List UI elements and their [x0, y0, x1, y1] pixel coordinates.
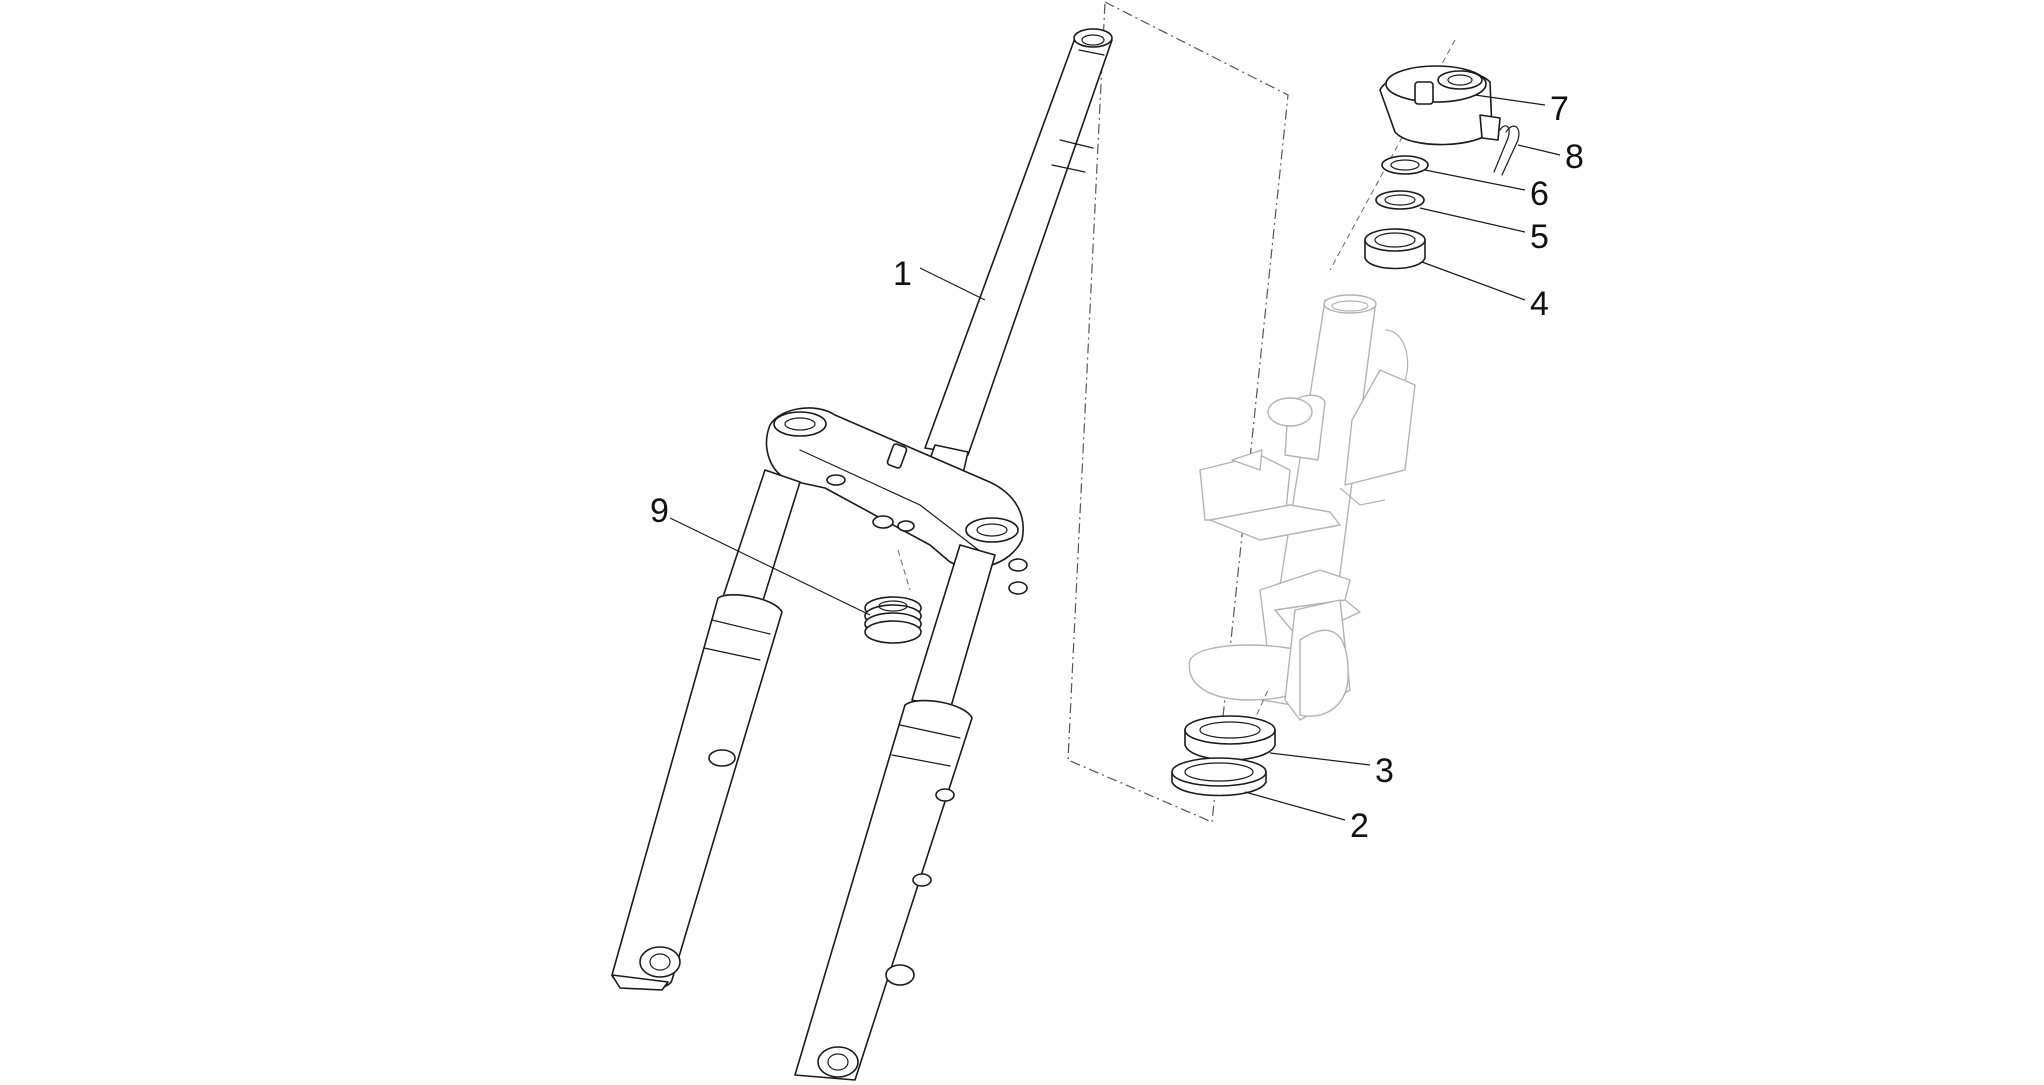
- callout-5: 5: [1530, 218, 1549, 256]
- leader-7: [1474, 94, 1546, 106]
- callout-4: 4: [1530, 285, 1549, 323]
- leader-8: [1517, 144, 1561, 156]
- callout-6: 6: [1530, 175, 1549, 213]
- leader-3: [1269, 752, 1371, 766]
- leader-4: [1421, 261, 1526, 301]
- callout-1: 1: [893, 255, 912, 293]
- part-7-lock-housing: [1379, 65, 1501, 146]
- leader-9: [669, 517, 871, 616]
- callout-8: 8: [1565, 138, 1584, 176]
- leader-1: [919, 267, 986, 301]
- callout-2: 2: [1350, 807, 1369, 845]
- callout-9: 9: [650, 492, 669, 530]
- explode-axis-fork-bolt: [897, 549, 911, 591]
- part-3-lower-bearing: [1184, 715, 1276, 761]
- leader-5: [1419, 207, 1526, 233]
- leader-6: [1424, 169, 1526, 191]
- assembly-frame-outline: [1067, 1, 1289, 823]
- part-4-upper-bearing: [1364, 228, 1426, 270]
- part-5-lock-washer: [1375, 190, 1425, 210]
- part-8-clip-pin: [1493, 125, 1520, 176]
- leader-2: [1244, 791, 1346, 821]
- frame-headtube-ghost: [1188, 294, 1416, 721]
- callout-7: 7: [1550, 90, 1569, 128]
- part-6-upper-ring: [1381, 155, 1429, 175]
- part-1-steering-stem-fork: [611, 28, 1113, 1081]
- part-9-spring-washers: [864, 596, 922, 644]
- part-2-lower-race: [1171, 757, 1267, 797]
- callout-3: 3: [1375, 752, 1394, 790]
